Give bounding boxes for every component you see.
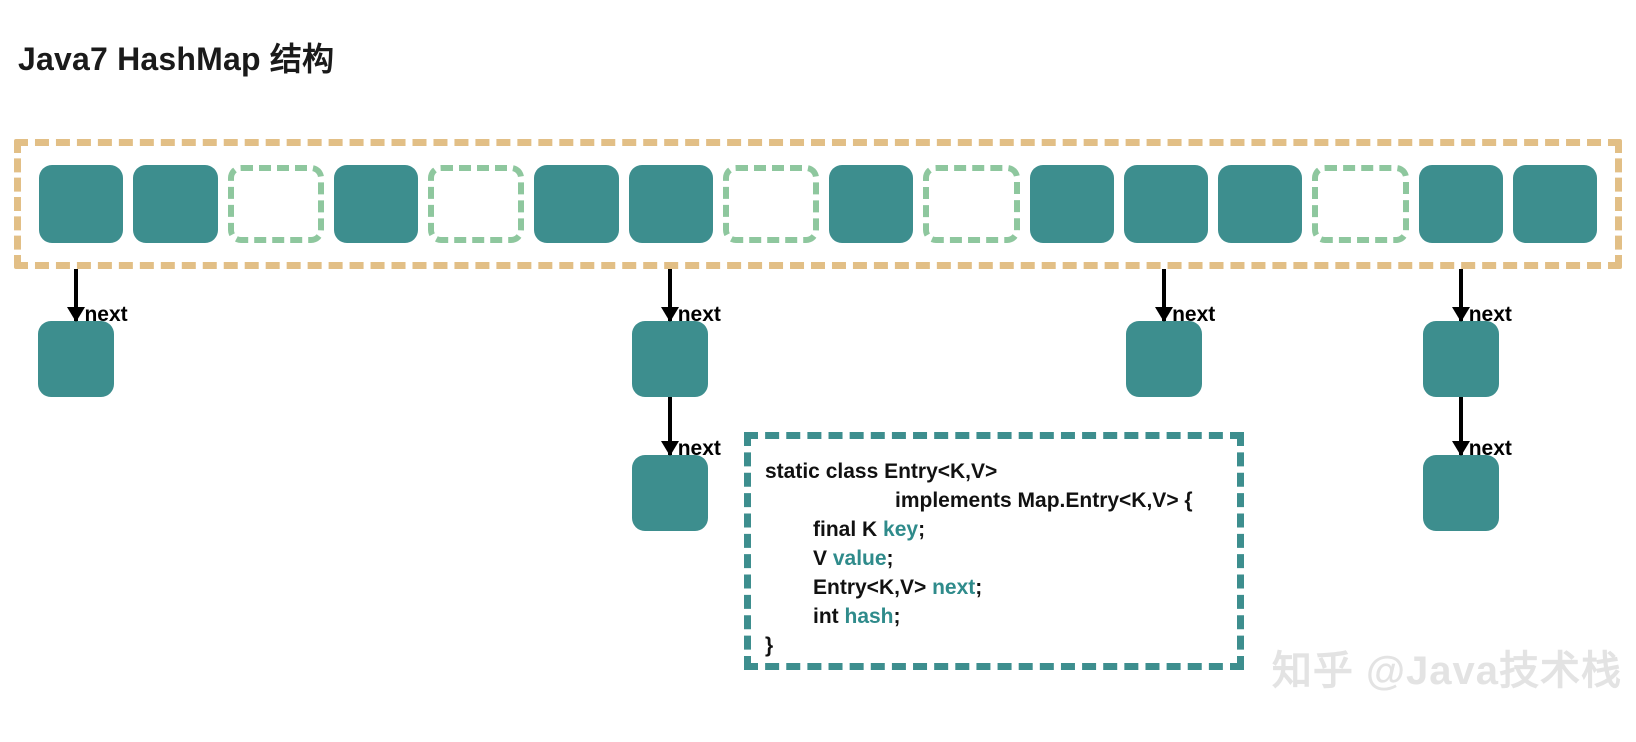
chain-3-next-arrow-0: next (1423, 269, 1512, 325)
arrow-head-icon (660, 307, 679, 322)
chain-2-next-arrow-0: next (1126, 269, 1215, 325)
bucket-cell-10[interactable] (1029, 165, 1114, 243)
chain-3-entry-node-0[interactable] (1422, 321, 1499, 397)
code-token: Entry<K,V> (813, 576, 933, 599)
bucket-cell-6[interactable] (628, 165, 713, 243)
arrow-head-icon (660, 441, 679, 456)
bucket-cell-13[interactable] (1312, 165, 1409, 243)
code-token: } (765, 634, 774, 657)
field-name: key (883, 518, 919, 541)
code-token: ; (975, 576, 983, 599)
bucket-cell-11[interactable] (1123, 165, 1208, 243)
bucket-cell-1[interactable] (133, 165, 218, 243)
bucket-cell-12[interactable] (1218, 165, 1303, 243)
field-name: value (832, 547, 887, 570)
next-label: next (677, 303, 721, 326)
arrow-shaft (74, 269, 79, 321)
arrow-shaft (1458, 269, 1463, 321)
code-line-3: V value; (765, 544, 1227, 573)
arrow-head-icon (1155, 307, 1174, 322)
next-label: next (84, 303, 128, 326)
bucket-cell-3[interactable] (333, 165, 418, 243)
bucket-cell-4[interactable] (428, 165, 525, 243)
code-line-2: final K key; (765, 515, 1227, 544)
chain-2-entry-node-0[interactable] (1126, 321, 1203, 397)
code-token: ; (918, 518, 926, 541)
entry-class-code-box: static class Entry<K,V> implements Map.En… (744, 432, 1244, 670)
arrow-head-icon (1451, 307, 1470, 322)
chain-1-next-arrow-1: next (632, 397, 721, 459)
code-token: V (813, 547, 833, 570)
code-line-5: int hash; (765, 602, 1227, 631)
field-name: next (932, 576, 976, 599)
next-label: next (1468, 303, 1512, 326)
arrow-shaft (1162, 269, 1167, 321)
chain-3-next-arrow-1: next (1423, 397, 1512, 459)
chain-0-next-arrow-0: next (38, 269, 128, 325)
chain-0-entry-node-0[interactable] (38, 321, 115, 397)
bucket-cell-14[interactable] (1418, 165, 1503, 243)
next-label: next (677, 437, 721, 460)
chain-1-next-arrow-0: next (632, 269, 721, 325)
bucket-cell-15[interactable] (1512, 165, 1597, 243)
code-line-4: Entry<K,V> next; (765, 573, 1227, 602)
bucket-row (21, 146, 1615, 262)
code-token: int (813, 605, 845, 628)
bucket-cell-9[interactable] (923, 165, 1020, 243)
code-line-1: implements Map.Entry<K,V> { (765, 486, 1227, 515)
code-token: static class Entry<K,V> (765, 460, 998, 483)
field-name: hash (844, 605, 894, 628)
page-title: Java7 HashMap 结构 (18, 41, 335, 77)
chain-3-entry-node-1[interactable] (1422, 455, 1499, 531)
code-token: implements Map.Entry<K,V> { (895, 489, 1193, 512)
code-token: final K (813, 518, 884, 541)
chain-0: next (38, 269, 128, 397)
chain-1: next next (631, 269, 721, 531)
arrow-head-icon (1451, 441, 1470, 456)
hash-bucket-array (14, 139, 1622, 269)
code-token: ; (886, 547, 894, 570)
next-label: next (1468, 437, 1512, 460)
arrow-shaft (1458, 397, 1463, 455)
chain-1-entry-node-0[interactable] (631, 321, 708, 397)
bucket-cell-8[interactable] (829, 165, 914, 243)
chain-1-entry-node-1[interactable] (631, 455, 708, 531)
code-line-6: } (765, 631, 1227, 660)
chain-2: next (1126, 269, 1215, 397)
arrow-head-icon (67, 307, 86, 322)
next-label: next (1172, 303, 1216, 326)
code-token: ; (893, 605, 901, 628)
bucket-cell-5[interactable] (534, 165, 619, 243)
bucket-cell-0[interactable] (39, 165, 124, 243)
arrow-shaft (667, 269, 672, 321)
bucket-cell-7[interactable] (722, 165, 819, 243)
watermark: 知乎 @Java技术栈 (1271, 649, 1622, 693)
chain-3: next next (1422, 269, 1512, 531)
code-line-0: static class Entry<K,V> (765, 457, 1227, 486)
bucket-cell-2[interactable] (227, 165, 324, 243)
arrow-shaft (667, 397, 672, 455)
